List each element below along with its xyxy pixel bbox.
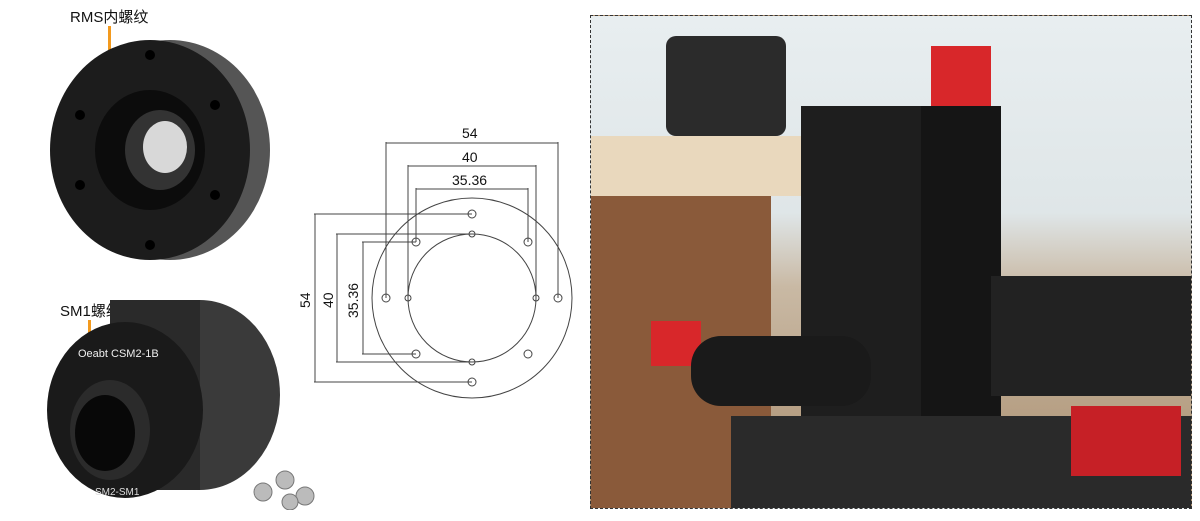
dim-h-35-36: 35.36 xyxy=(452,172,487,188)
brand-engraving: Oeabt CSM2-1B xyxy=(78,348,159,360)
dim-h-40: 40 xyxy=(462,149,478,165)
adapter-bottom-photo: Oeabt CSM2-1B SM2-SM1 xyxy=(47,300,280,498)
dimension-drawing: 54 40 35.36 54 40 35.36 xyxy=(297,125,573,399)
microscope-setup-photo xyxy=(590,15,1192,509)
adapter-top-photo xyxy=(50,40,270,260)
bottom-engraving: SM2-SM1 xyxy=(95,487,140,498)
rms-thread-label: RMS内螺纹 xyxy=(70,9,149,26)
screws-photo xyxy=(253,470,315,510)
dim-v-54: 54 xyxy=(297,292,313,308)
sm1-thread-label: SM1螺纹 xyxy=(60,303,121,320)
dim-v-40: 40 xyxy=(320,292,336,308)
dim-v-35-36: 35.36 xyxy=(345,283,361,318)
dim-h-54: 54 xyxy=(462,125,478,141)
